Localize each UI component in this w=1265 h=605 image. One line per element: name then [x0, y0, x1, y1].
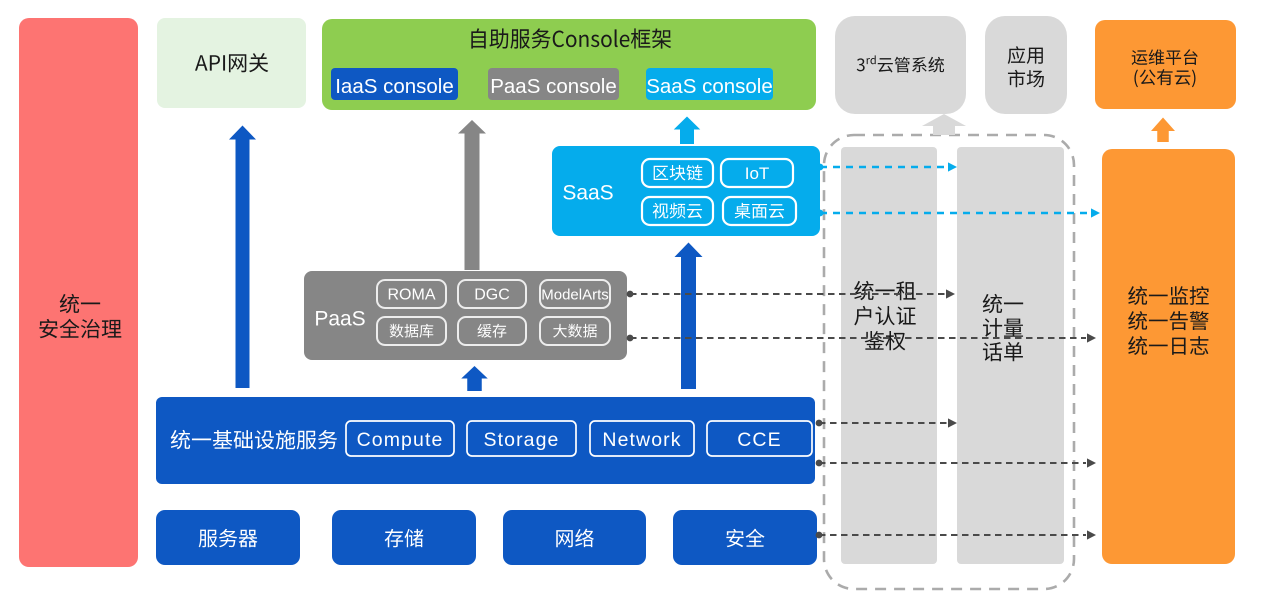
svg-text:Compute: Compute	[357, 429, 444, 451]
svg-text:PaaS console: PaaS console	[490, 75, 617, 98]
svg-text:CCE: CCE	[737, 429, 781, 451]
svg-text:SaaS console: SaaS console	[646, 75, 773, 98]
svg-text:DGC: DGC	[474, 287, 510, 304]
svg-text:SaaS: SaaS	[562, 181, 613, 204]
svg-text:ROMA: ROMA	[388, 287, 436, 304]
svg-text:Network: Network	[602, 429, 681, 451]
svg-text:PaaS: PaaS	[314, 307, 365, 330]
svg-text:IoT: IoT	[745, 164, 770, 183]
svg-text:IaaS console: IaaS console	[335, 75, 454, 98]
svg-text:ModelArts: ModelArts	[541, 286, 609, 303]
svg-text:Storage: Storage	[484, 429, 560, 451]
